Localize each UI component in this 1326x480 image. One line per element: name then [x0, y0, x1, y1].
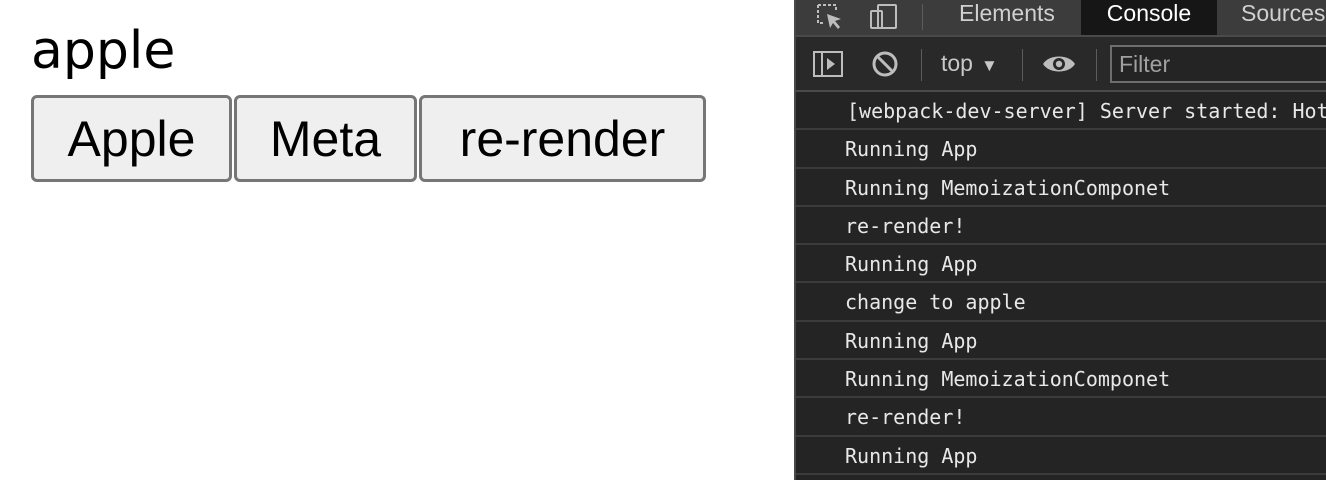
console-message: Running App: [796, 437, 1326, 475]
toolbar-divider: [921, 49, 922, 81]
context-selector-value: top: [941, 50, 973, 76]
tab-elements[interactable]: Elements: [959, 0, 1055, 26]
console-message: change to apple: [796, 283, 1326, 322]
tab-sources[interactable]: Sources: [1241, 0, 1326, 26]
toolbar-divider: [1096, 49, 1097, 81]
device-toolbar-icon[interactable]: [866, 2, 900, 32]
page-title: apple: [31, 21, 176, 81]
meta-button[interactable]: Meta: [234, 95, 417, 182]
console-message: Running MemoizationComponet: [796, 360, 1326, 399]
console-output: [webpack-dev-server] Server started: Hot…: [796, 92, 1326, 475]
show-sidebar-icon[interactable]: [812, 50, 844, 78]
console-message: Running App: [796, 130, 1326, 169]
app-panel: apple Apple Meta re-render: [31, 21, 706, 182]
console-toolbar: top ▼: [796, 37, 1326, 92]
console-message: Running App: [796, 245, 1326, 284]
select-element-icon[interactable]: [815, 2, 845, 32]
dropdown-caret-icon: ▼: [980, 56, 998, 75]
live-expression-eye-icon[interactable]: [1041, 51, 1077, 77]
devtools-panel: Elements Console Sources top ▼: [794, 0, 1326, 480]
tab-console[interactable]: Console: [1081, 0, 1217, 35]
re-render-button[interactable]: re-render: [419, 95, 706, 182]
filter-input[interactable]: [1110, 45, 1326, 83]
console-message: Running MemoizationComponet: [796, 169, 1326, 207]
console-message: Running App: [796, 322, 1326, 361]
console-message: re-render!: [796, 207, 1326, 246]
console-message: [webpack-dev-server] Server started: Hot…: [796, 92, 1326, 131]
apple-button[interactable]: Apple: [31, 95, 232, 182]
console-message: re-render!: [796, 398, 1326, 437]
button-row: Apple Meta re-render: [31, 95, 706, 182]
toolbar-divider: [922, 4, 923, 30]
toolbar-divider: [1022, 49, 1023, 81]
context-selector[interactable]: top ▼: [941, 50, 998, 77]
clear-console-icon[interactable]: [871, 50, 899, 78]
devtools-tab-bar: Elements Console Sources: [796, 0, 1326, 37]
